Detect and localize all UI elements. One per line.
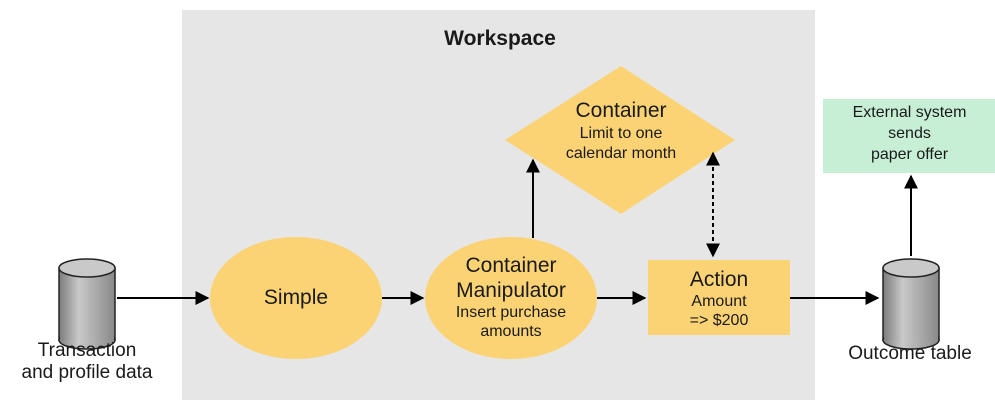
simple-node: [210, 237, 382, 359]
simple-label: Simple: [263, 286, 329, 309]
action-node: [648, 260, 790, 335]
container-sub-line1: Limit to one: [579, 125, 663, 142]
external-line1: External system: [852, 104, 967, 121]
transaction-database-icon: [58, 258, 116, 350]
manipulator-sub-line2: amounts: [480, 323, 542, 340]
manipulator-sub-line1: Insert purchase: [455, 304, 567, 321]
external-line3: paper offer: [870, 146, 949, 163]
action-title: Action: [689, 268, 749, 291]
container-node: [505, 66, 735, 214]
outcome-database-icon: [882, 258, 940, 350]
container-sub-line2: calendar month: [565, 145, 677, 162]
manipulator-title-line2: Manipulator: [456, 279, 566, 302]
transaction-caption-line1: Transaction: [37, 340, 137, 361]
manipulator-title-line1: Container: [465, 254, 557, 277]
container-manipulator-node: [425, 237, 597, 359]
external-system-node: [823, 99, 995, 173]
action-sub-line2: => $200: [689, 312, 749, 329]
transaction-caption-line2: and profile data: [21, 362, 153, 383]
container-title: Container: [575, 99, 667, 122]
workspace-title: Workspace: [444, 27, 556, 50]
outcome-caption: Outcome table: [848, 343, 972, 364]
action-sub-line1: Amount: [691, 293, 747, 310]
external-line2: sends: [888, 125, 931, 142]
